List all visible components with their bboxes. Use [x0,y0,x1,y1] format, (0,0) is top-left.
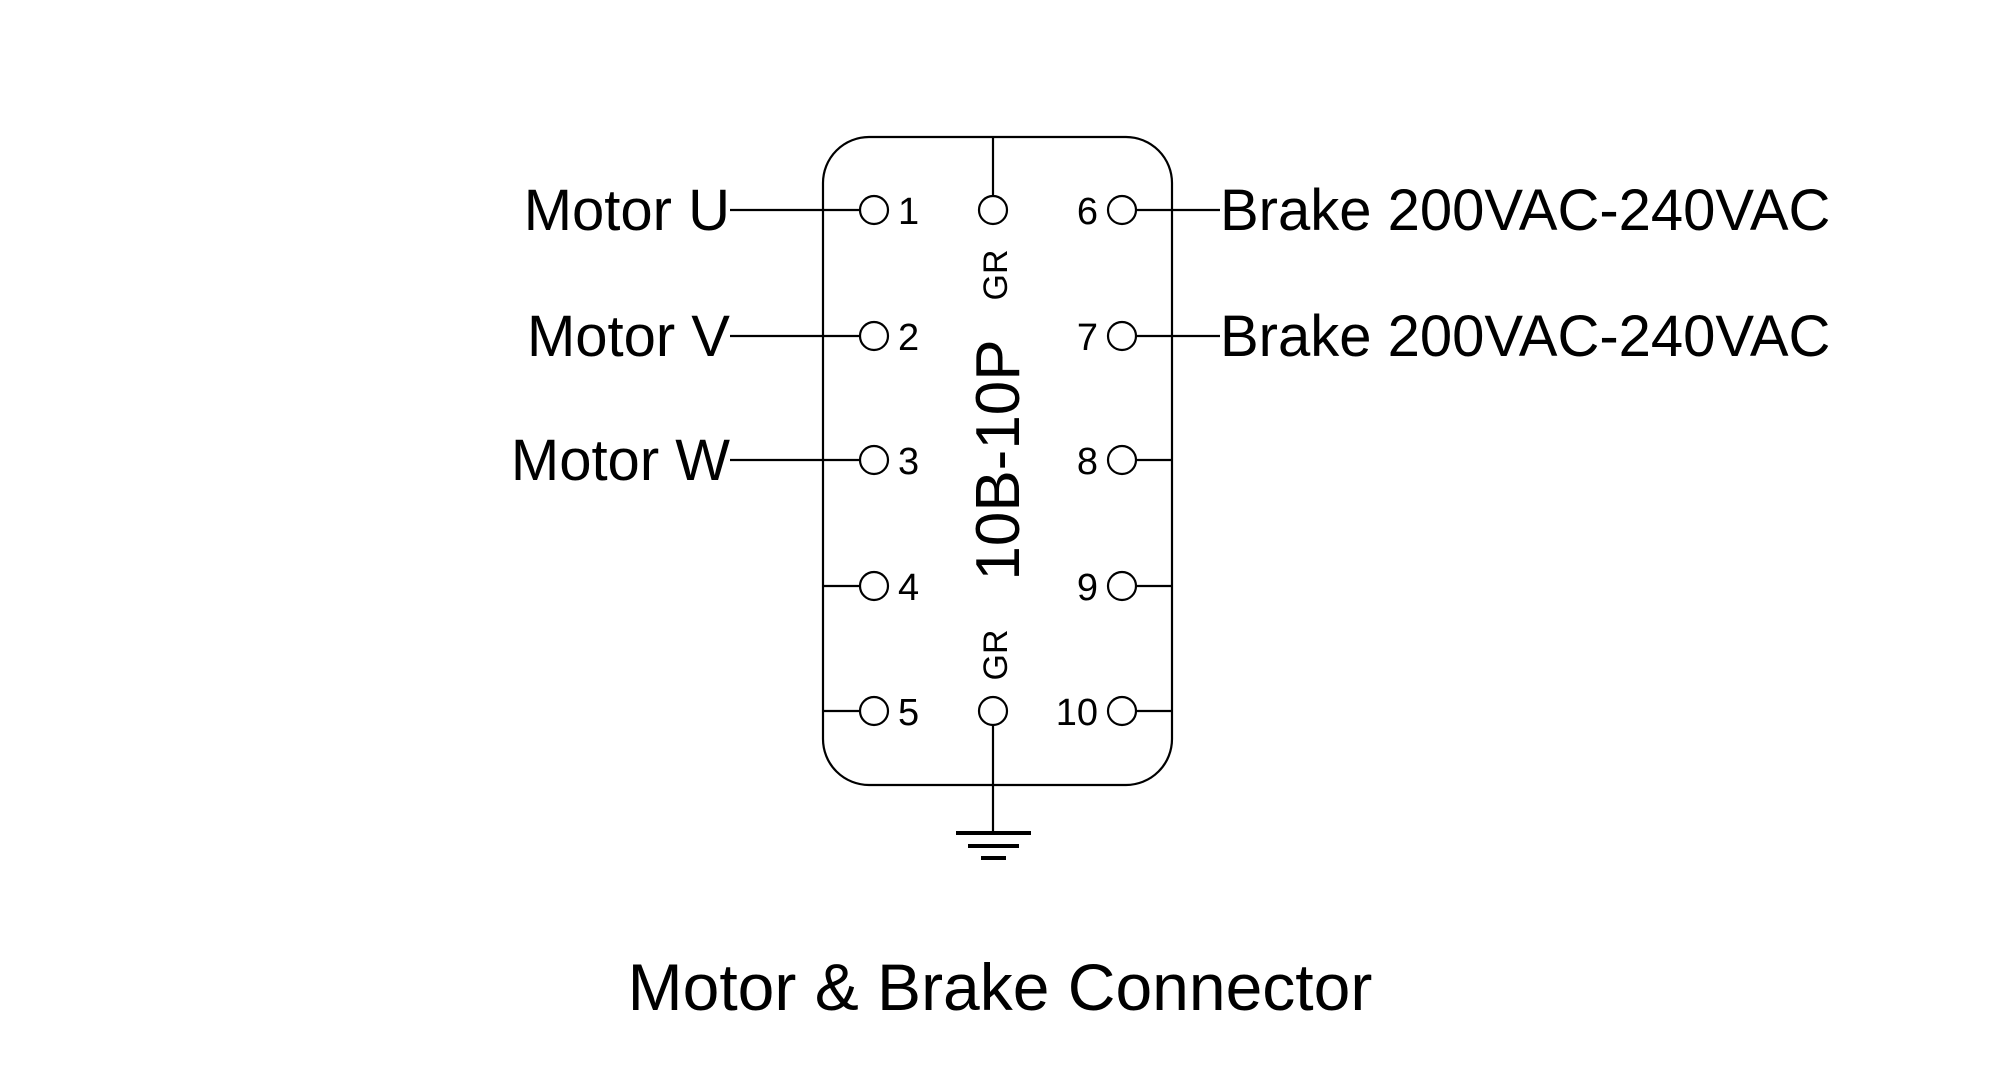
signal-label: Motor V [527,304,730,369]
earth-ground-icon [956,831,1031,860]
signal-label: Brake 200VAC-240VAC [1220,304,1830,369]
pin-terminal [1106,444,1138,476]
signal-label: Motor U [524,178,730,243]
ground-pin-bottom [977,695,1009,727]
signal-label: Brake 200VAC-240VAC [1220,178,1830,243]
pin-terminal [858,695,890,727]
pin-terminal [858,570,890,602]
pin-number: 1 [898,191,919,233]
pin-number: 9 [1077,567,1098,609]
pin-number: 10 [1056,692,1098,734]
pin-8: 8 [1077,441,1172,483]
ground-label-bottom: GR [977,630,1015,681]
pin-number: 5 [898,692,919,734]
pin-7: 7 Brake 200VAC-240VAC [1077,304,1831,369]
ground-label-top: GR [977,250,1015,301]
pin-5: 5 [823,692,919,734]
pin-number: 8 [1077,441,1098,483]
pin-number: 2 [898,317,919,359]
pin-4: 4 [823,567,919,609]
pin-6: 6 Brake 200VAC-240VAC [1077,178,1831,243]
pin-1: 1 Motor U [524,178,919,243]
pin-terminal [858,444,890,476]
pin-terminal [1106,695,1138,727]
pin-terminal [1106,570,1138,602]
diagram-title: Motor & Brake Connector [628,950,1373,1024]
pin-10: 10 [1056,692,1172,734]
pin-terminal [858,194,890,226]
connector-model-label: 10B-10P [964,339,1033,580]
pin-number: 3 [898,441,919,483]
pin-terminal [1106,194,1138,226]
pin-2: 2 Motor V [527,304,919,369]
pin-terminal [858,320,890,352]
pin-3: 3 Motor W [511,428,919,493]
pin-number: 7 [1077,317,1098,359]
pin-9: 9 [1077,567,1172,609]
pin-number: 6 [1077,191,1098,233]
ground-pin-top [977,194,1009,226]
pin-number: 4 [898,567,919,609]
signal-label: Motor W [511,428,730,493]
pin-terminal [1106,320,1138,352]
